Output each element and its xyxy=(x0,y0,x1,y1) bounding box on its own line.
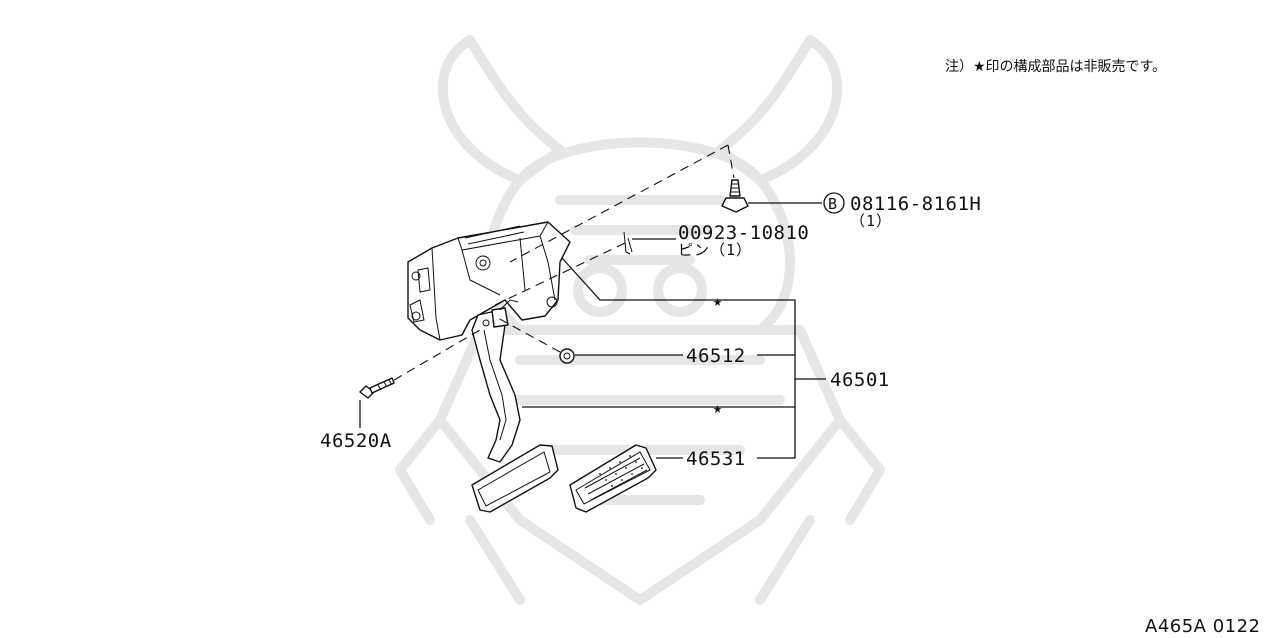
brake-pedal-arm xyxy=(471,299,521,463)
pedal-pad-part-number[interactable]: 46531 xyxy=(686,448,746,470)
bolt-quantity: （1） xyxy=(850,212,892,230)
installation-lines xyxy=(393,144,735,381)
clevis-bolt-part-number[interactable]: 46520A xyxy=(320,430,392,452)
note-not-sold-separately: 注）★印の構成部品は非販売です。 xyxy=(945,59,1166,75)
leader-lines xyxy=(359,202,826,459)
bushing-part xyxy=(559,348,575,364)
pin-quantity: ピン（1） xyxy=(678,241,752,259)
clevis-bolt-part xyxy=(359,377,395,399)
diagram-code: A465A 0122 xyxy=(1145,616,1261,637)
mounting-bolt-part xyxy=(721,179,749,213)
bolt-circle-b-icon xyxy=(823,192,845,214)
pin-part-number[interactable]: 00923-10810 xyxy=(678,222,809,244)
pin-callout: 00923-10810 ピン（1） xyxy=(678,222,809,259)
bolt-callout: B 08116-8161H （1） xyxy=(823,192,981,230)
brake-pedal-pad xyxy=(471,444,559,513)
bolt-circle-letter: B xyxy=(828,195,837,213)
watermark-emblem xyxy=(395,35,885,605)
bushing-part-number[interactable]: 46512 xyxy=(686,345,746,367)
star-marker-upper: ★ xyxy=(713,292,723,310)
bolt-part-number[interactable]: 08116-8161H xyxy=(850,193,981,215)
pedal-pad-rubber xyxy=(569,444,657,513)
pad-texture-dots xyxy=(599,455,643,487)
cotter-pin-part xyxy=(623,231,633,255)
star-marker-lower: ★ xyxy=(713,399,723,417)
assembly-part-number[interactable]: 46501 xyxy=(830,369,890,391)
